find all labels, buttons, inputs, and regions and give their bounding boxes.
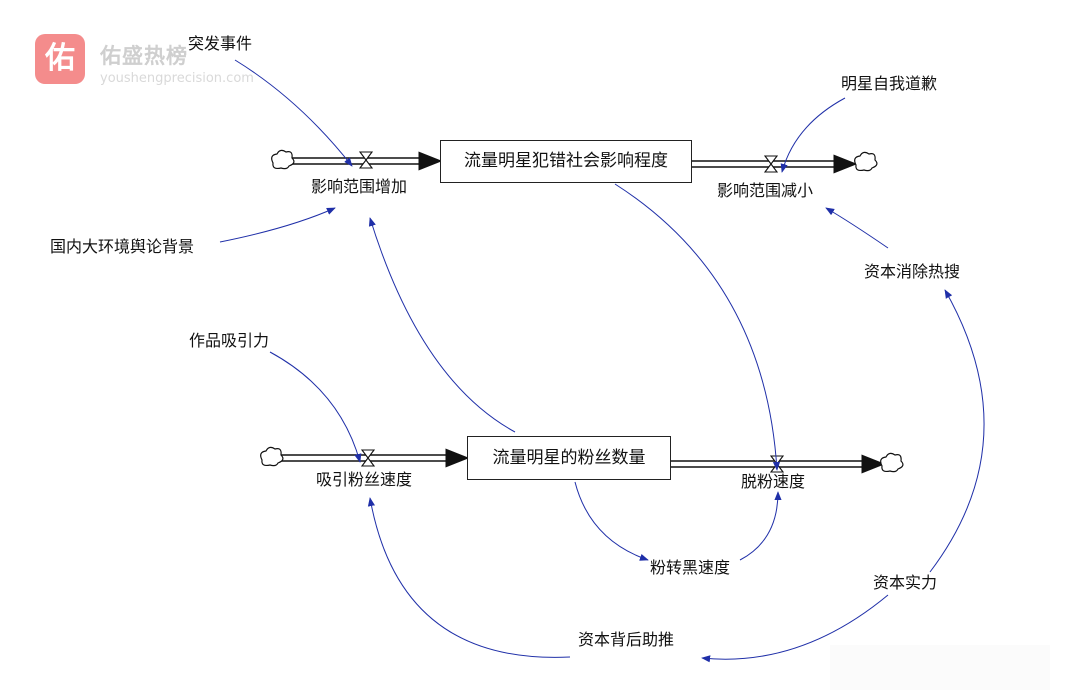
- link-antifan-to-unfollow: [739, 491, 782, 561]
- flow-pipe-fans-out: [671, 454, 886, 474]
- link-capital-strength-to-push: [701, 594, 889, 663]
- link-capital-remove-to-decrease: [825, 207, 889, 249]
- link-opinion-to-increase: [219, 207, 336, 243]
- var-anti-fan-rate: 粉转黑速度: [650, 558, 731, 577]
- valve-icon: [763, 155, 779, 173]
- link-fans-to-antifan: [574, 481, 649, 561]
- watermark-domain: youshengprecision.com: [100, 71, 254, 86]
- link-capital-push-to-attract: [367, 497, 571, 658]
- stock-influence-label: 流量明星犯错社会影响程度: [464, 151, 668, 171]
- corner-fade: [830, 645, 1050, 690]
- stock-influence: 流量明星犯错社会影响程度: [440, 140, 692, 183]
- stock-fans-label: 流量明星的粉丝数量: [492, 448, 646, 468]
- stock-fans: 流量明星的粉丝数量: [467, 436, 671, 480]
- flow-pipe-influence-out: [692, 154, 858, 174]
- var-opinion-background: 国内大环境舆论背景: [50, 237, 195, 256]
- link-apology-to-decrease: [780, 97, 846, 173]
- valve-icon: [360, 449, 376, 467]
- var-sudden-event: 突发事件: [188, 34, 253, 53]
- flow-pipe-fans-in: [280, 448, 470, 468]
- link-capital-strength-to-remove: [929, 289, 985, 573]
- var-capital-push: 资本背后助推: [578, 630, 675, 649]
- var-capital-strength: 资本实力: [873, 573, 938, 592]
- flow-label-influence-increase: 影响范围增加: [311, 177, 408, 196]
- cloud-sink-icon: [854, 151, 878, 172]
- flow-label-influence-decrease: 影响范围减小: [717, 181, 814, 200]
- var-capital-remove-trending: 资本消除热搜: [864, 262, 961, 281]
- link-influence-to-unfollow: [614, 183, 781, 471]
- flow-label-attract-rate: 吸引粉丝速度: [316, 470, 413, 489]
- cloud-source-icon: [260, 446, 284, 467]
- flow-label-unfollow-rate: 脱粉速度: [741, 472, 806, 491]
- logo-icon: 佑: [35, 34, 85, 84]
- flow-pipe-influence-in: [290, 151, 443, 171]
- valve-icon: [358, 151, 374, 169]
- link-sudden-event-to-increase: [234, 59, 353, 167]
- var-work-appeal: 作品吸引力: [189, 331, 270, 350]
- cloud-source-icon: [271, 149, 295, 170]
- cloud-sink-icon: [880, 452, 904, 473]
- var-apology: 明星自我道歉: [841, 74, 938, 93]
- link-fans-to-increase: [368, 217, 516, 433]
- link-work-appeal-to-attract: [269, 351, 362, 463]
- watermark-brand: 佑盛热榜: [100, 44, 188, 68]
